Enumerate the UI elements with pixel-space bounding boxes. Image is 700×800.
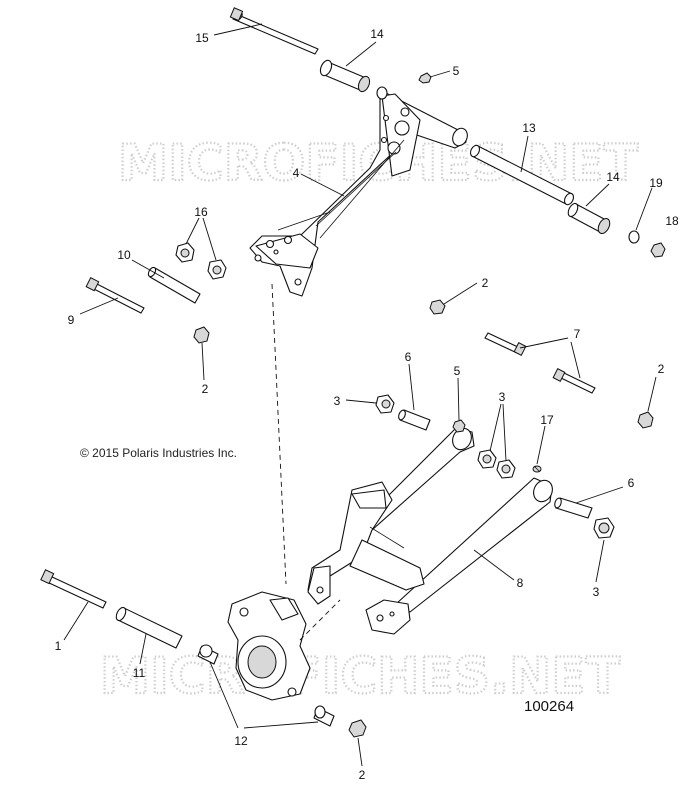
nut-5-top <box>418 72 432 84</box>
copyright-notice: © 2015 Polaris Industries Inc. <box>80 446 237 460</box>
callout-6-left: 6 <box>405 350 412 364</box>
nut-3-b <box>477 449 497 469</box>
callout-17: 17 <box>540 413 554 427</box>
callout-2-left: 2 <box>202 382 209 396</box>
callout-3-mid: 3 <box>499 390 506 404</box>
bushing-14-right <box>567 202 611 234</box>
sleeve-11 <box>115 606 183 649</box>
fitting-17 <box>532 465 542 473</box>
bolt-1 <box>40 569 107 609</box>
washer-19 <box>628 230 640 244</box>
nut-5-mid <box>452 419 466 433</box>
callout-7: 7 <box>574 327 581 341</box>
callout-3-left: 3 <box>334 394 341 408</box>
leader-lines <box>63 23 657 767</box>
nut-2-right <box>637 411 654 429</box>
callout-14-top: 14 <box>370 27 384 41</box>
tube-13 <box>469 144 575 206</box>
callout-2-right: 2 <box>658 362 665 376</box>
nut-2-mid <box>429 299 446 315</box>
callout-11: 11 <box>133 666 146 680</box>
callout-labels: 15 14 5 13 4 14 19 18 16 10 9 2 2 7 2 6 … <box>55 27 679 782</box>
centerline-arm-to-knuckle <box>271 283 287 585</box>
callout-12: 12 <box>234 734 248 748</box>
callout-19: 19 <box>649 176 663 190</box>
sleeve-10 <box>147 266 201 304</box>
callout-1: 1 <box>55 639 62 653</box>
nut-2-bottom <box>348 719 367 738</box>
bushing-6-left <box>398 409 431 431</box>
trailing-arm-4 <box>249 86 468 297</box>
nut-3-d <box>593 517 615 539</box>
callout-5-top: 5 <box>453 64 460 78</box>
callout-5-mid: 5 <box>454 364 461 378</box>
nut-18 <box>650 242 666 258</box>
nut-3-c <box>496 459 516 479</box>
watermark-bottom: MICROFICHES.NET <box>100 647 620 705</box>
callout-10: 10 <box>117 248 131 262</box>
callout-18: 18 <box>665 214 679 228</box>
callout-15: 15 <box>195 31 209 45</box>
bushing-14-top <box>319 59 371 93</box>
callout-6-right: 6 <box>628 476 635 490</box>
nut-16-a <box>175 242 195 263</box>
callout-16: 16 <box>194 205 208 219</box>
callout-13: 13 <box>522 121 536 135</box>
nut-2-left <box>193 326 210 344</box>
bushing-12-a <box>197 644 219 665</box>
bushing-6-right <box>554 497 593 519</box>
callout-2-bottom: 2 <box>359 768 366 782</box>
callout-14-right: 14 <box>606 170 620 184</box>
drawing-number: 100264 <box>524 698 574 715</box>
centerline-knuckle-to-arm <box>299 599 341 641</box>
control-arm-8 <box>307 427 553 635</box>
nut-3-a <box>375 394 395 414</box>
callout-4: 4 <box>293 166 300 180</box>
knuckle <box>227 591 311 701</box>
callout-2-mid: 2 <box>482 276 489 290</box>
callout-3-right: 3 <box>593 585 600 599</box>
bolt-15 <box>229 7 319 55</box>
bushing-12-b <box>313 705 335 727</box>
callout-8: 8 <box>517 576 524 590</box>
callout-9: 9 <box>68 313 75 327</box>
bolt-7-a <box>484 332 527 356</box>
nut-16-b <box>207 259 227 280</box>
bolt-7-b <box>552 368 596 394</box>
